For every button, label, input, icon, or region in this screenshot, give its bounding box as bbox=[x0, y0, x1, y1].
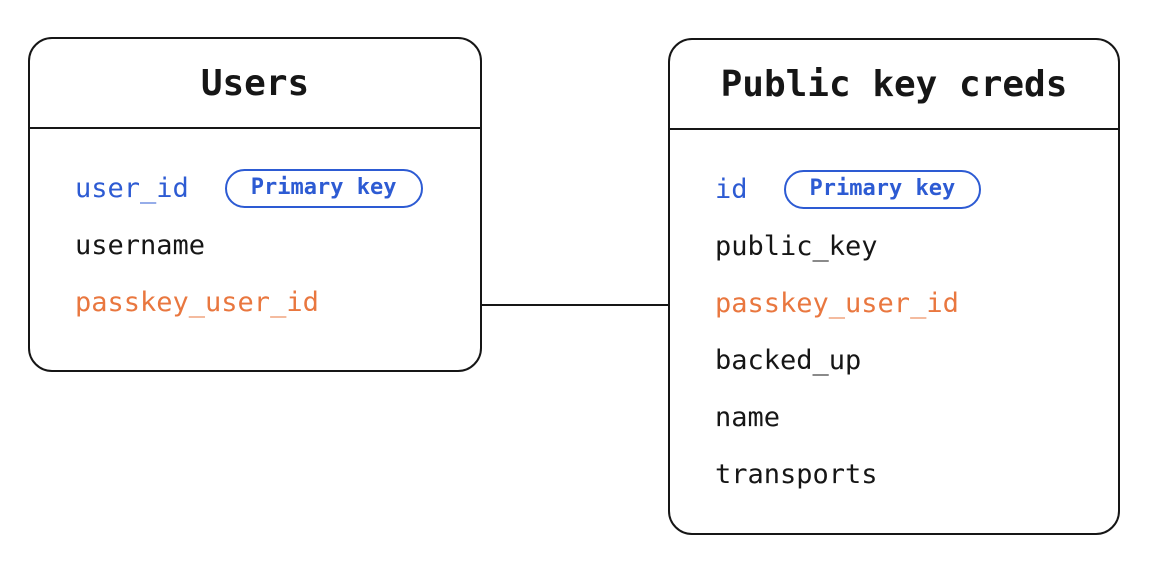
table-users-fields: user_id Primary key username passkey_use… bbox=[30, 129, 480, 331]
table-public-key-creds-header: Public key creds bbox=[670, 40, 1118, 130]
relationship-line-passkey-user-id bbox=[482, 304, 668, 306]
table-users-title: Users bbox=[200, 62, 310, 104]
field-name: public_key bbox=[715, 231, 878, 262]
field-name: user_id bbox=[75, 173, 189, 204]
table-users: Users user_id Primary key username passk… bbox=[28, 37, 482, 372]
field-name: username bbox=[75, 230, 206, 261]
field-name: passkey_user_id bbox=[715, 288, 959, 319]
field-row-username: username bbox=[75, 217, 462, 274]
field-row-id: id Primary key bbox=[715, 161, 1100, 218]
table-users-header: Users bbox=[30, 39, 480, 129]
field-row-user-id: user_id Primary key bbox=[75, 160, 462, 217]
field-row-name: name bbox=[715, 389, 1100, 446]
field-row-backed-up: backed_up bbox=[715, 332, 1100, 389]
field-row-passkey-user-id: passkey_user_id bbox=[715, 275, 1100, 332]
field-name: passkey_user_id bbox=[75, 287, 319, 318]
table-public-key-creds: Public key creds id Primary key public_k… bbox=[668, 38, 1120, 535]
primary-key-badge: Primary key bbox=[783, 169, 982, 210]
field-row-public-key: public_key bbox=[715, 218, 1100, 275]
field-name: transports bbox=[715, 459, 878, 490]
field-name: id bbox=[715, 174, 748, 205]
table-public-key-creds-fields: id Primary key public_key passkey_user_i… bbox=[670, 130, 1118, 503]
field-name: name bbox=[715, 402, 781, 433]
field-name: backed_up bbox=[715, 345, 862, 376]
field-row-transports: transports bbox=[715, 446, 1100, 503]
field-row-passkey-user-id: passkey_user_id bbox=[75, 274, 462, 331]
table-public-key-creds-title: Public key creds bbox=[720, 63, 1068, 105]
primary-key-badge: Primary key bbox=[224, 168, 423, 209]
